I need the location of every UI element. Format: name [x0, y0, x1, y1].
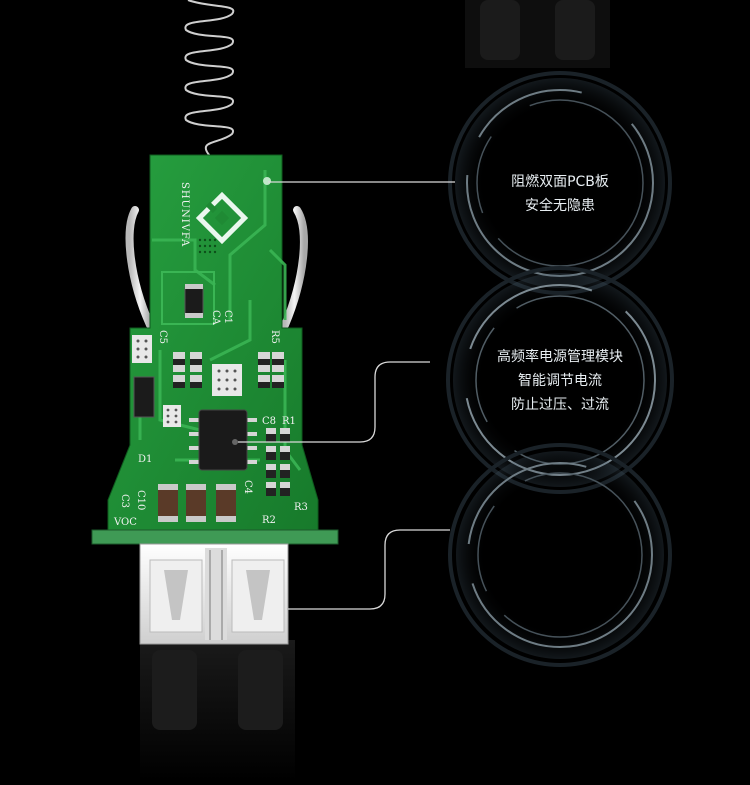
callout-1: 阻燃双面PCB板 安全无隐患	[480, 170, 640, 218]
callout-ring-3	[448, 443, 672, 667]
spring-icon	[184, 0, 235, 157]
power-management-ic	[189, 409, 257, 471]
label-c10: C10	[135, 490, 146, 510]
callout-2-line-3: 防止过压、过流	[511, 397, 609, 413]
label-r5: R5	[269, 330, 280, 344]
mount-hole	[263, 177, 271, 185]
label-ca: CA	[210, 310, 221, 326]
label-c1: C1	[222, 310, 233, 324]
usb-port	[139, 543, 289, 645]
background-connector-bottom	[140, 640, 295, 781]
side-contact-left	[125, 206, 154, 329]
pcb-base-plate	[91, 529, 339, 545]
label-c5: C5	[157, 330, 168, 344]
label-voc: VOC	[113, 517, 137, 528]
pcb-silkscreen-labels: C1 CA C5 R5 C8 R1 C4 R2 R3 D1 C10 C3 VOC	[113, 310, 308, 528]
pcb-components	[132, 284, 290, 522]
leader-line-3	[288, 529, 450, 610]
callout-2-line-1: 高频率电源管理模块	[497, 349, 623, 365]
callout-2: 高频率电源管理模块 智能调节电流 防止过压、过流	[480, 345, 640, 417]
leader-lines	[238, 181, 455, 610]
brand-logo-text: SHUNIVFA	[179, 182, 190, 247]
callout-1-line-2: 安全无隐患	[525, 198, 595, 214]
callout-2-line-2: 智能调节电流	[518, 373, 602, 389]
label-r3: R3	[294, 502, 308, 513]
callout-1-line-1: 阻燃双面PCB板	[511, 174, 609, 190]
label-c8: C8	[262, 416, 276, 427]
leader-line-2	[238, 361, 430, 443]
label-d1: D1	[138, 454, 152, 465]
label-c3: C3	[119, 494, 130, 508]
side-contact-right	[281, 206, 308, 329]
label-r1: R1	[282, 416, 296, 427]
background-connector-top	[465, 0, 610, 68]
label-c4: C4	[242, 480, 253, 494]
label-r2: R2	[262, 515, 276, 526]
